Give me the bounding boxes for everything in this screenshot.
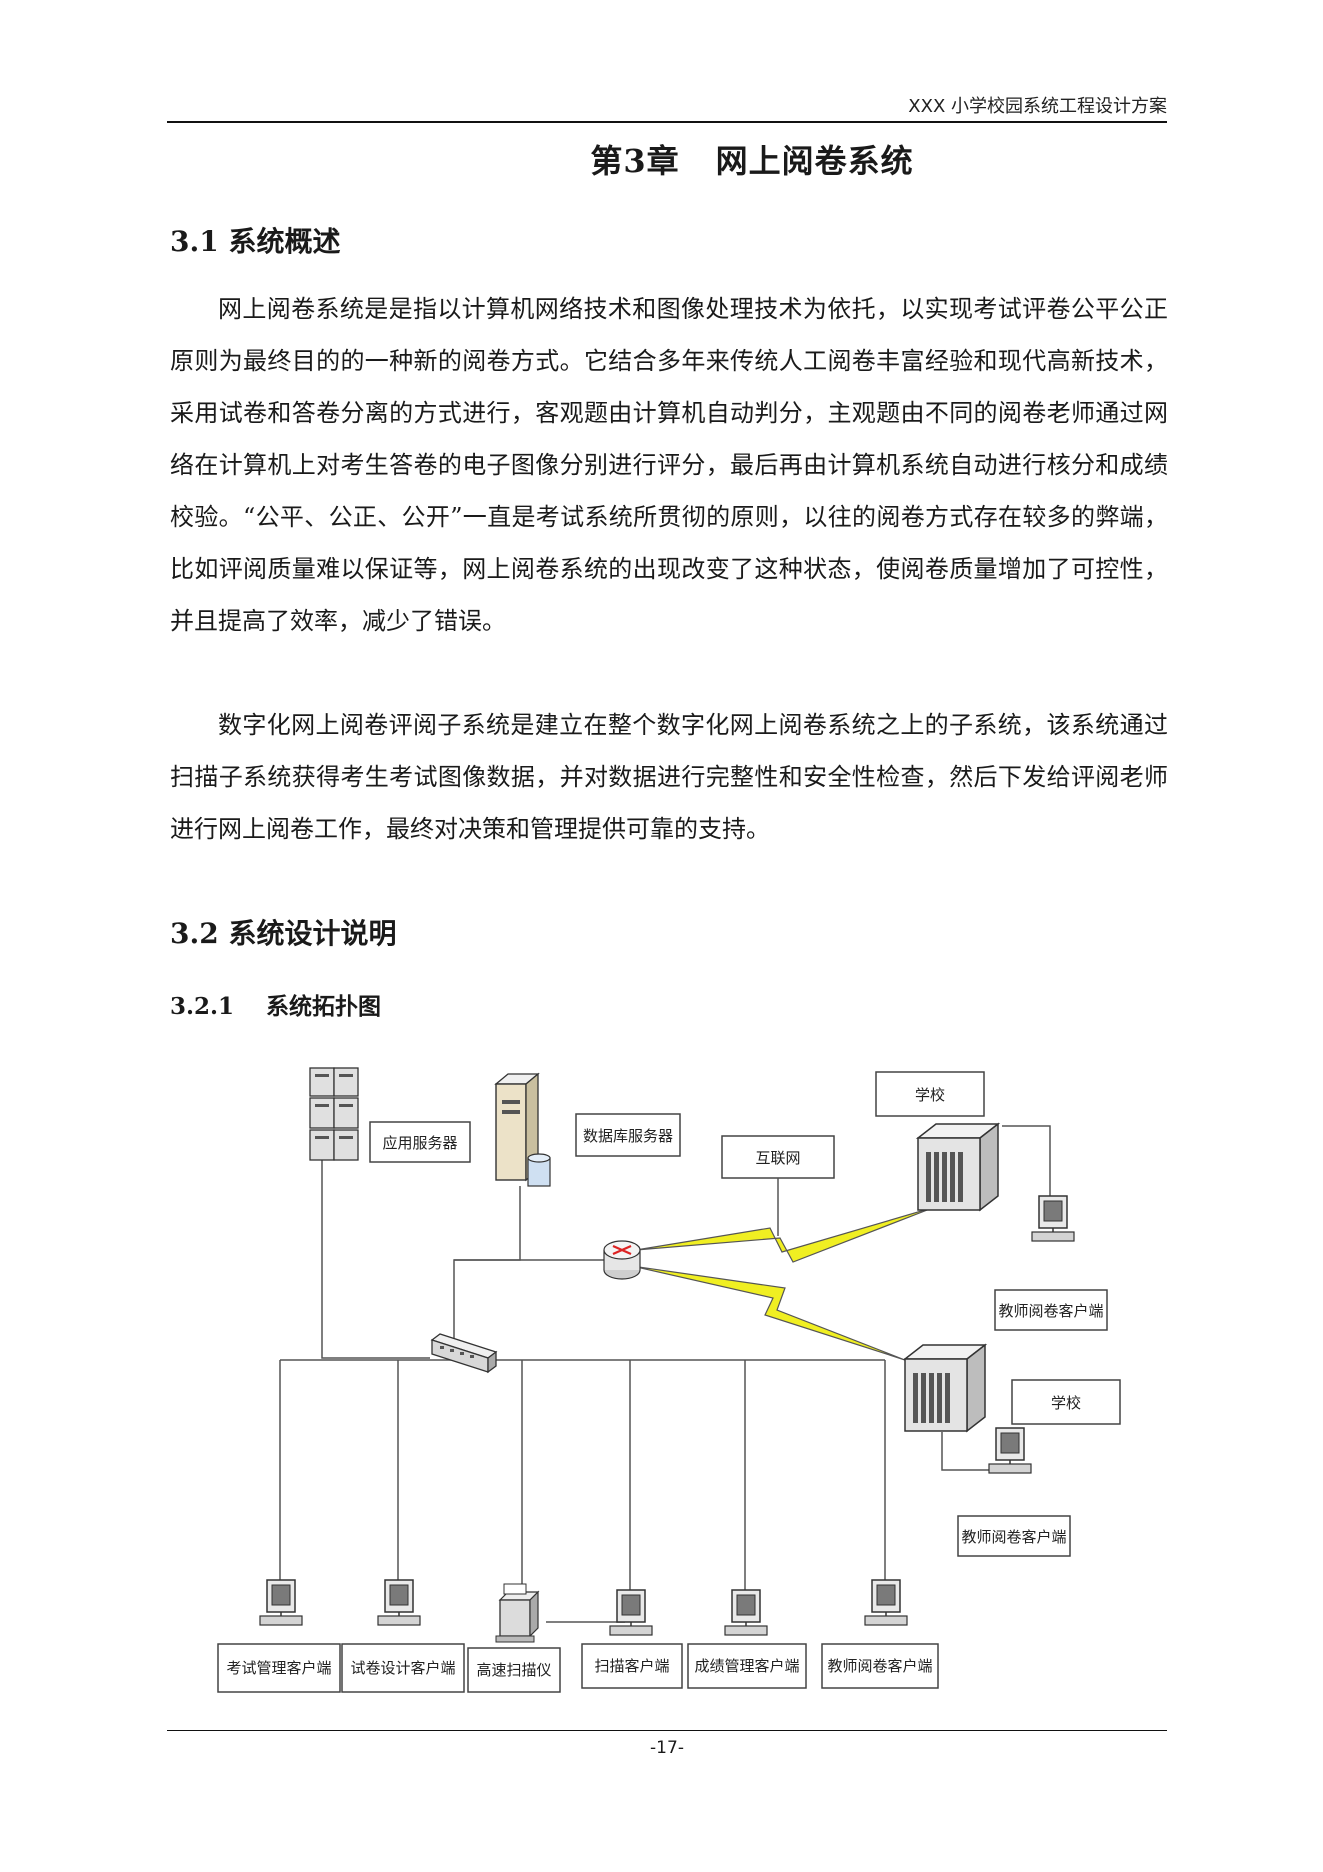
- scanner-icon: [495, 1583, 540, 1643]
- label-exam-mgmt-client: 考试管理客户端: [226, 1659, 331, 1677]
- header-rule: [167, 121, 1167, 123]
- paper-design-pc-icon: [377, 1579, 421, 1626]
- router-icon: [603, 1240, 641, 1280]
- page-number: -17-: [650, 1738, 684, 1758]
- label-teacher-client-bottom: 教师阅卷客户端: [827, 1657, 932, 1675]
- topology-diagram: 应用服务器 数据库服务器 互联网 学校 教师阅卷客户端 学校: [0, 1040, 1323, 1700]
- school-server-bottom-icon: [904, 1344, 986, 1432]
- network-links: [279, 1125, 1051, 1623]
- section-heading-3-1: 3.1 系统概述: [170, 225, 341, 258]
- label-scan-client: 扫描客户端: [594, 1657, 669, 1675]
- exam-mgmt-pc-icon: [259, 1579, 303, 1626]
- label-db-server: 数据库服务器: [583, 1127, 673, 1145]
- label-teacher-client-top: 教师阅卷客户端: [998, 1302, 1103, 1320]
- subsection-title: 系统拓扑图: [266, 993, 381, 1020]
- label-school-bottom: 学校: [1051, 1394, 1081, 1412]
- db-server-icon: [494, 1072, 551, 1187]
- label-scanner: 高速扫描仪: [476, 1661, 551, 1679]
- paragraph-overview-1: 网上阅卷系统是是指以计算机网络技术和图像处理技术为依托，以实现考试评卷公平公正原…: [170, 295, 1168, 635]
- label-score-mgmt-client: 成绩管理客户端: [694, 1657, 799, 1675]
- wan-link-top: [635, 1206, 936, 1263]
- scan-pc-icon: [609, 1589, 653, 1636]
- label-teacher-client-right: 教师阅卷客户端: [961, 1528, 1066, 1546]
- score-mgmt-pc-icon: [724, 1589, 768, 1636]
- paragraph-overview-2: 数字化网上阅卷评阅子系统是建立在整个数字化网上阅卷系统之上的子系统，该系统通过扫…: [170, 711, 1168, 843]
- label-app-server: 应用服务器: [382, 1134, 457, 1152]
- school-server-top-icon: [917, 1123, 999, 1211]
- label-school-top: 学校: [915, 1086, 945, 1104]
- label-internet: 互联网: [755, 1149, 800, 1167]
- teacher-pc-top-icon: [1031, 1195, 1075, 1242]
- teacher-pc-right-icon: [988, 1427, 1032, 1474]
- chapter-number: 第3章: [590, 142, 680, 180]
- section-heading-3-2: 3.2 系统设计说明: [170, 917, 397, 950]
- app-server-icon: [309, 1067, 359, 1161]
- wan-link-bottom: [631, 1265, 906, 1361]
- chapter-title: 第3章网上阅卷系统: [167, 136, 1323, 182]
- running-header: XXX 小学校园系统工程设计方案: [908, 96, 1167, 117]
- chapter-name: 网上阅卷系统: [715, 142, 914, 180]
- subsection-number: 3.2.1: [170, 993, 235, 1020]
- footer-rule: [167, 1730, 1167, 1731]
- teacher-pc-bottom-icon: [864, 1579, 908, 1626]
- switch-icon: [430, 1333, 498, 1374]
- subsection-heading-3-2-1: 3.2.1 系统拓扑图: [170, 987, 381, 1021]
- label-paper-design-client: 试卷设计客户端: [350, 1659, 455, 1677]
